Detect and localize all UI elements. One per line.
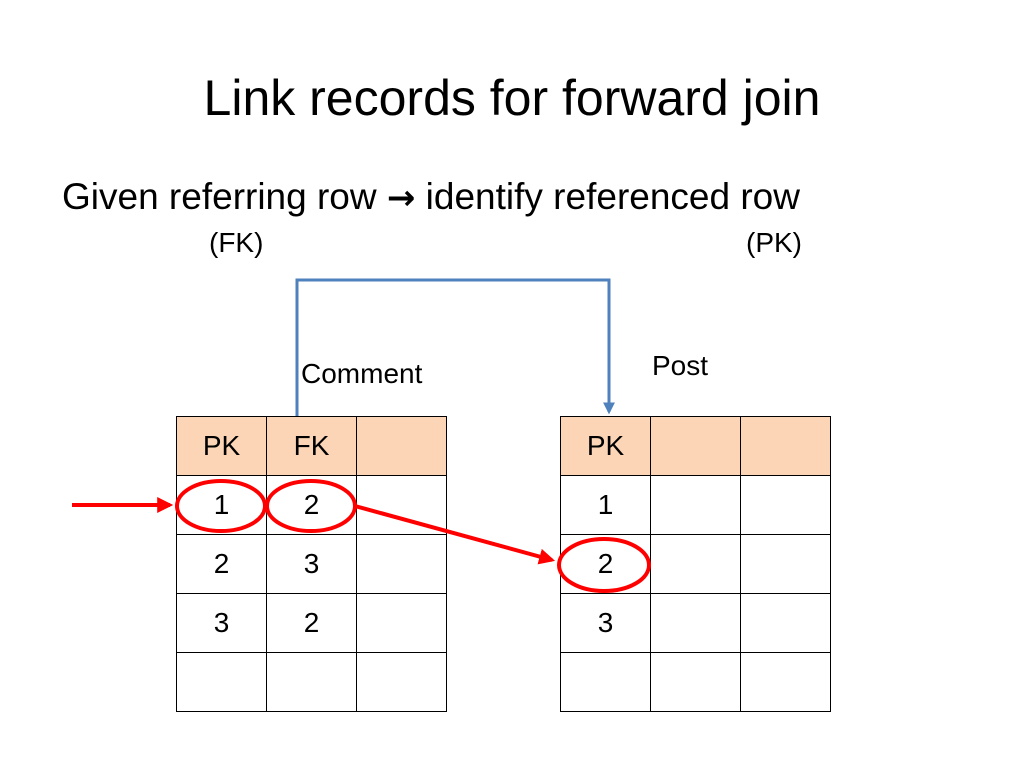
- table-cell: 2: [266, 475, 357, 535]
- fk-to-pk-link-line: [295, 278, 615, 416]
- table-row: 1 2: [176, 475, 447, 535]
- subtitle-text-after: identify referenced row: [415, 176, 800, 217]
- right-arrow-icon: →: [386, 178, 416, 218]
- table-cell: [650, 534, 741, 594]
- post-table: PK 1 2 3: [560, 416, 831, 712]
- header-cell: [650, 416, 741, 476]
- table-row: 2 3: [176, 534, 447, 594]
- fk-annotation: (FK): [209, 227, 264, 258]
- table-row: 1: [560, 475, 831, 535]
- table-cell: [356, 534, 447, 594]
- table-cell: 2: [176, 534, 267, 594]
- header-cell: FK: [266, 416, 357, 476]
- table-cell: [740, 652, 831, 712]
- table-row: [560, 652, 831, 712]
- header-cell: [356, 416, 447, 476]
- table-cell: 1: [176, 475, 267, 535]
- header-cell: [740, 416, 831, 476]
- table-row: [176, 652, 447, 712]
- table-header-row: PK: [560, 416, 831, 476]
- slide-subtitle: Given referring row → identify reference…: [62, 174, 1012, 221]
- table-cell: [176, 652, 267, 712]
- comment-table-label: Comment: [301, 358, 423, 389]
- table-row: 3: [560, 593, 831, 653]
- pk-annotation: (PK): [746, 227, 802, 258]
- table-cell: [356, 652, 447, 712]
- table-header-row: PK FK: [176, 416, 447, 476]
- table-cell: [740, 475, 831, 535]
- post-table-label: Post: [652, 350, 709, 381]
- header-cell: PK: [560, 416, 651, 476]
- table-cell: [356, 475, 447, 535]
- table-cell: [650, 652, 741, 712]
- table-cell: [560, 652, 651, 712]
- table-cell: 2: [266, 593, 357, 653]
- table-row: 2: [560, 534, 831, 594]
- slide-title: Link records for forward join: [203, 70, 821, 126]
- table-cell: [740, 534, 831, 594]
- table-cell: 3: [266, 534, 357, 594]
- table-cell: [650, 593, 741, 653]
- comment-table: PK FK 1 2 2 3 3 2: [176, 416, 447, 712]
- subtitle-text-before: Given referring row: [62, 176, 387, 217]
- table-cell: 1: [560, 475, 651, 535]
- table-cell: 3: [176, 593, 267, 653]
- table-cell: 2: [560, 534, 651, 594]
- table-cell: [650, 475, 741, 535]
- table-cell: [740, 593, 831, 653]
- header-cell: PK: [176, 416, 267, 476]
- table-cell: [356, 593, 447, 653]
- table-cell: 3: [560, 593, 651, 653]
- table-row: 3 2: [176, 593, 447, 653]
- table-cell: [266, 652, 357, 712]
